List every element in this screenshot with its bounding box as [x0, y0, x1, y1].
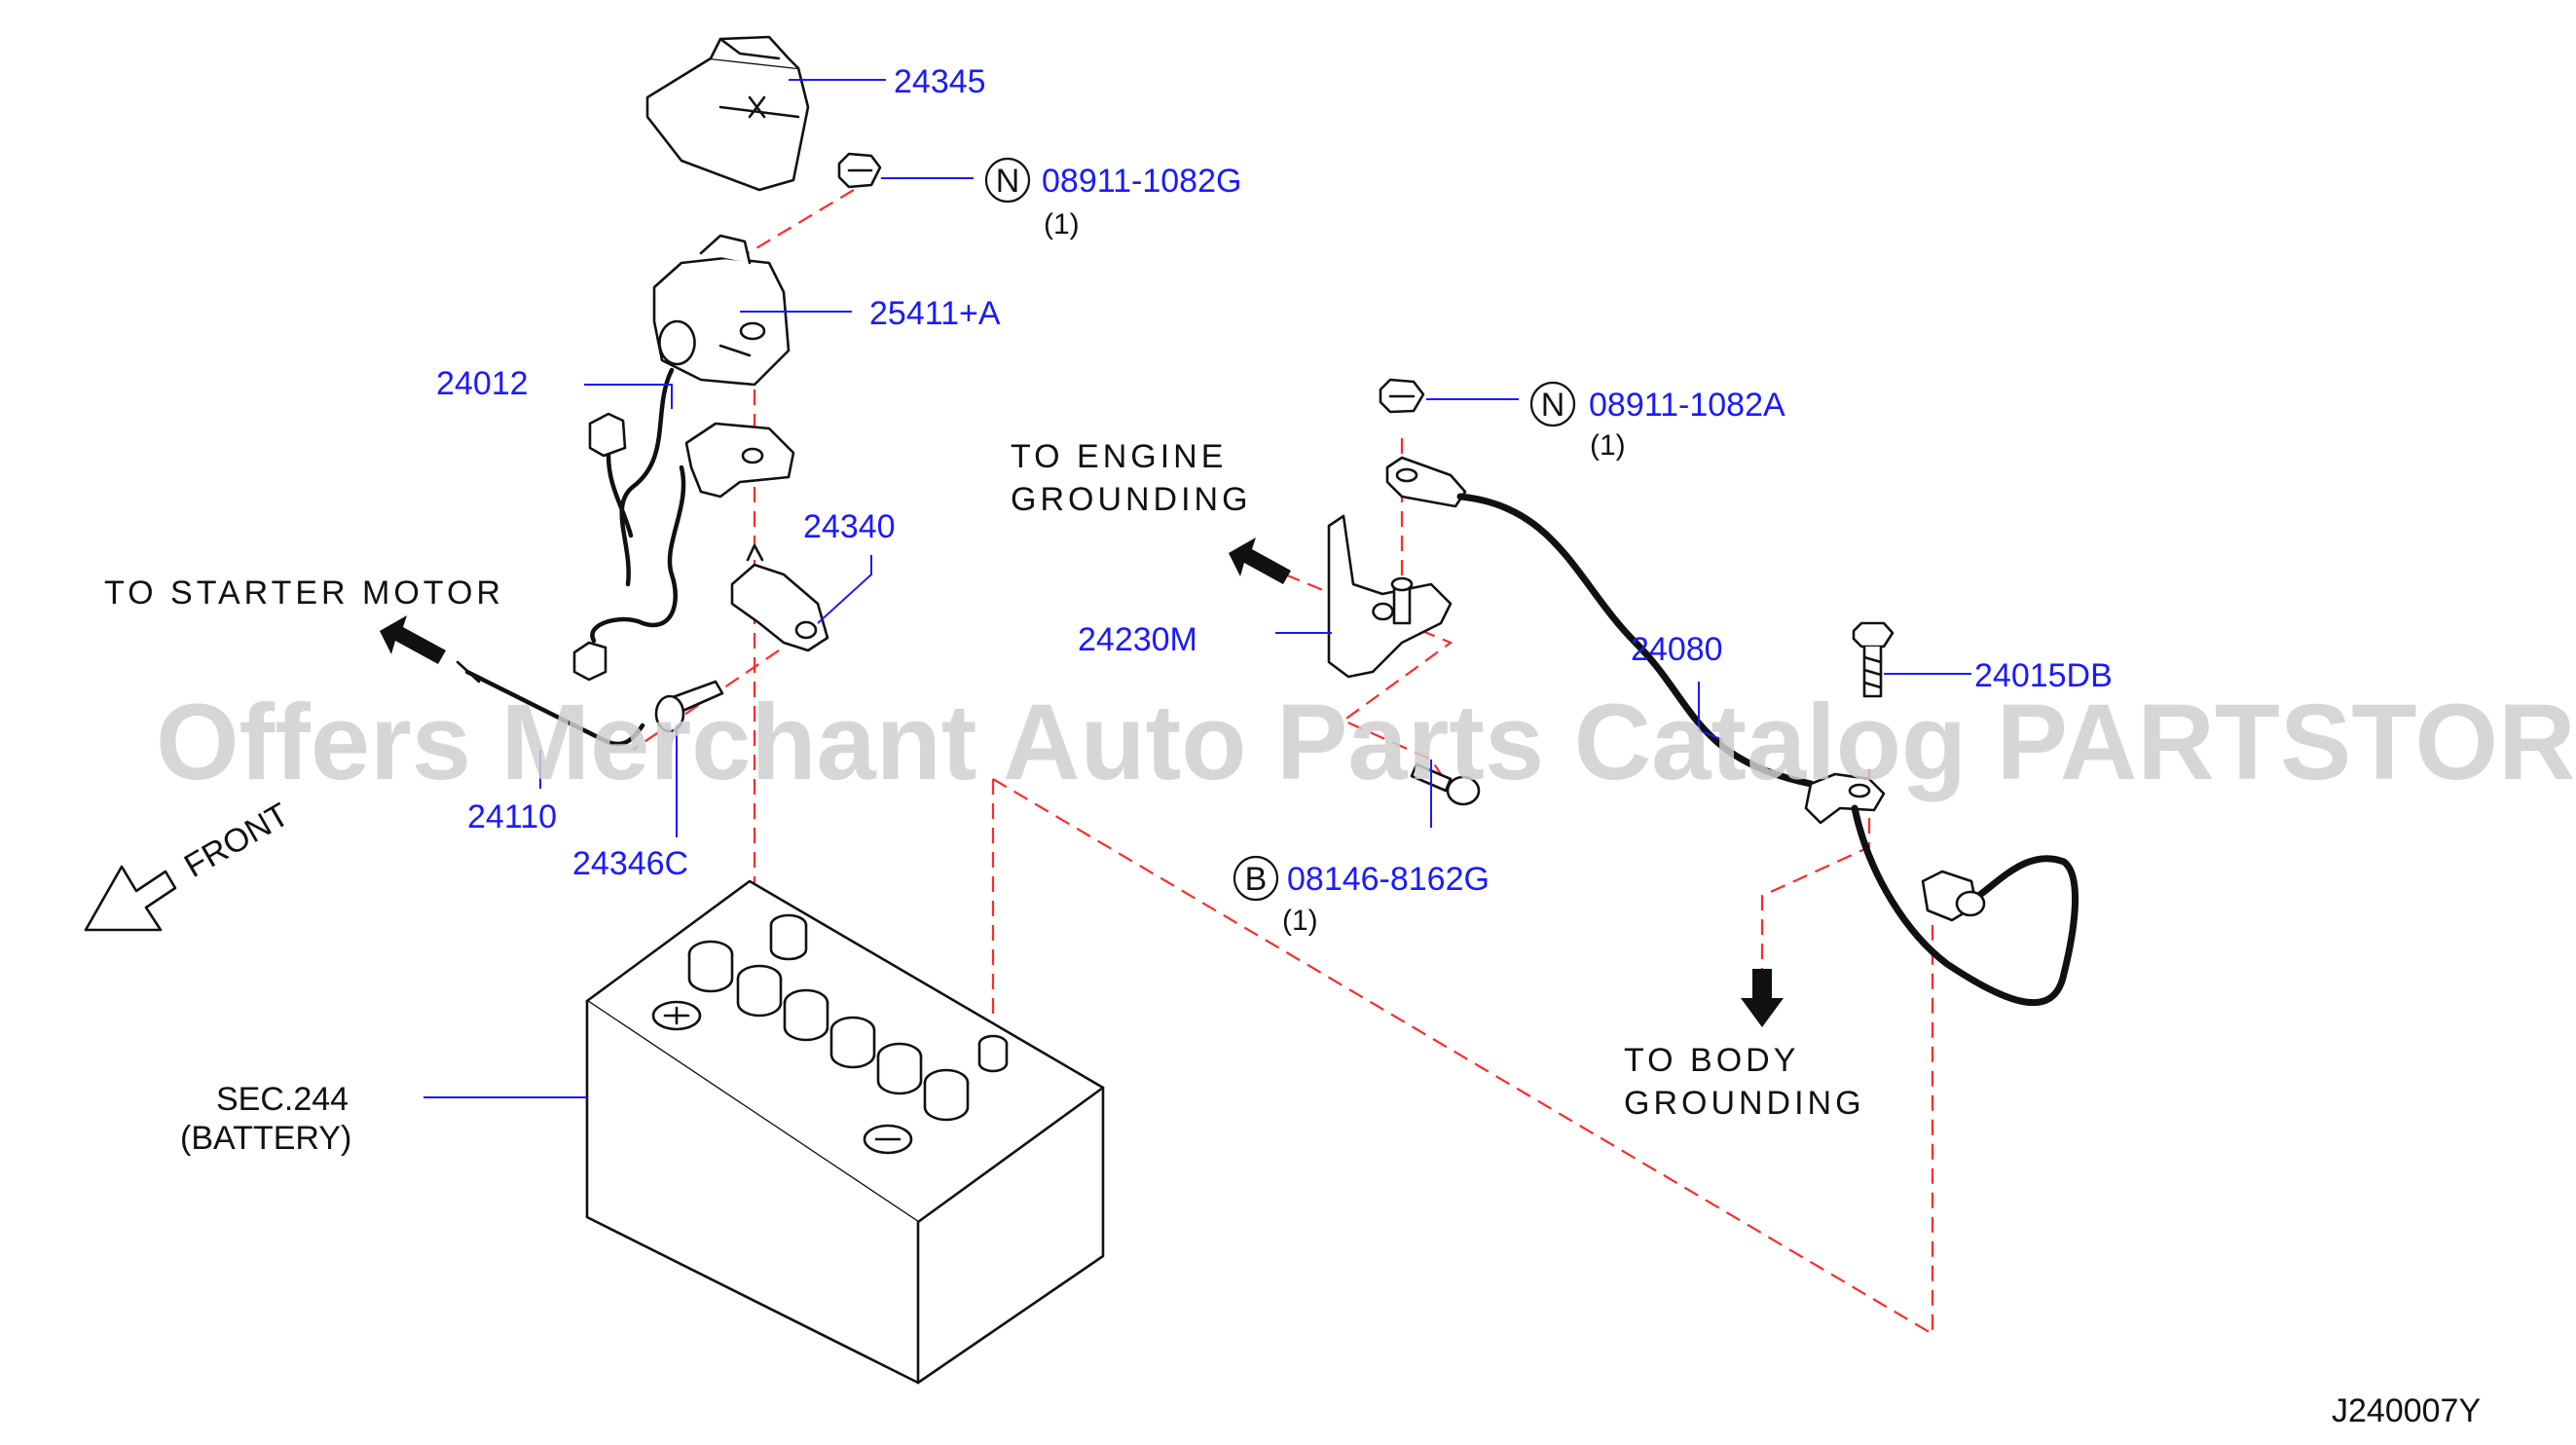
callout-sec244[interactable]: SEC.244 [216, 1081, 349, 1118]
callout-08146-8162G[interactable]: 08146-8162G [1287, 861, 1490, 898]
arrow-to-starter-icon [380, 615, 446, 664]
marker-n-1-label: N [996, 163, 1020, 200]
callout-24012[interactable]: 24012 [436, 365, 529, 402]
label-to-starter-motor: TO STARTER MOTOR [104, 574, 504, 611]
battery-sec244[interactable] [585, 879, 1105, 1385]
qty-08911-1082G: (1) [1044, 208, 1080, 241]
marker-b-1-label: B [1245, 861, 1268, 898]
battery-terminal-24340[interactable] [730, 543, 829, 652]
callout-25411A[interactable]: 25411+A [869, 295, 1001, 332]
bolt-24015DB[interactable] [1852, 621, 1895, 698]
arrow-to-body-icon [1741, 969, 1784, 1027]
marker-n-2-label: N [1541, 387, 1565, 424]
negative-terminal-icon [863, 1124, 913, 1155]
front-arrow-icon [84, 865, 177, 932]
arrow-to-engine-icon [1229, 537, 1291, 584]
callout-08911-1082A[interactable]: 08911-1082A [1589, 387, 1785, 424]
watermark-text: Offers Merchant Auto Parts Catalog PARTS… [156, 683, 2576, 802]
ground-bracket-24230M[interactable] [1327, 514, 1453, 679]
callout-24346C[interactable]: 24346C [572, 845, 688, 882]
ground-cable-24080[interactable] [1385, 456, 2079, 1007]
battery-caps [687, 913, 1009, 1122]
diagram-code: J240007Y [2332, 1392, 2481, 1429]
callout-24345[interactable]: 24345 [894, 63, 986, 100]
cable-24110[interactable] [456, 660, 645, 747]
marker-n-2: N [1529, 381, 1576, 427]
callout-24015DB[interactable]: 24015DB [1974, 657, 2113, 694]
callout-battery: (BATTERY) [180, 1120, 351, 1157]
qty-08146-8162G: (1) [1282, 905, 1318, 937]
label-front: FRONT [178, 796, 295, 884]
marker-b-1: B [1233, 855, 1279, 902]
terminal-bracket [684, 422, 795, 499]
label-to-engine-line1: TO ENGINE [1011, 438, 1227, 475]
callout-08911-1082G[interactable]: 08911-1082G [1042, 163, 1241, 200]
nut-08911-1082G[interactable] [837, 152, 882, 189]
callout-24080[interactable]: 24080 [1631, 631, 1723, 668]
positive-terminal-icon [651, 1000, 702, 1031]
terminal-cover-24345[interactable] [645, 35, 810, 192]
bolt-24346C[interactable] [654, 680, 724, 733]
leader-lines [423, 79, 1971, 1098]
ground-stud [1390, 576, 1414, 625]
label-to-body-line1: TO BODY [1624, 1042, 1799, 1079]
label-to-body-line2: GROUNDING [1624, 1085, 1865, 1122]
marker-n-1: N [984, 157, 1031, 204]
callout-24340[interactable]: 24340 [803, 508, 896, 545]
nut-08911-1082A[interactable] [1379, 378, 1425, 414]
label-to-engine-line2: GROUNDING [1011, 481, 1252, 518]
harness-24012[interactable] [572, 367, 686, 682]
qty-08911-1082A: (1) [1590, 429, 1626, 462]
callout-24110[interactable]: 24110 [467, 798, 557, 835]
fusible-link-25411A[interactable] [652, 234, 791, 387]
callout-24230M[interactable]: 24230M [1078, 621, 1197, 658]
